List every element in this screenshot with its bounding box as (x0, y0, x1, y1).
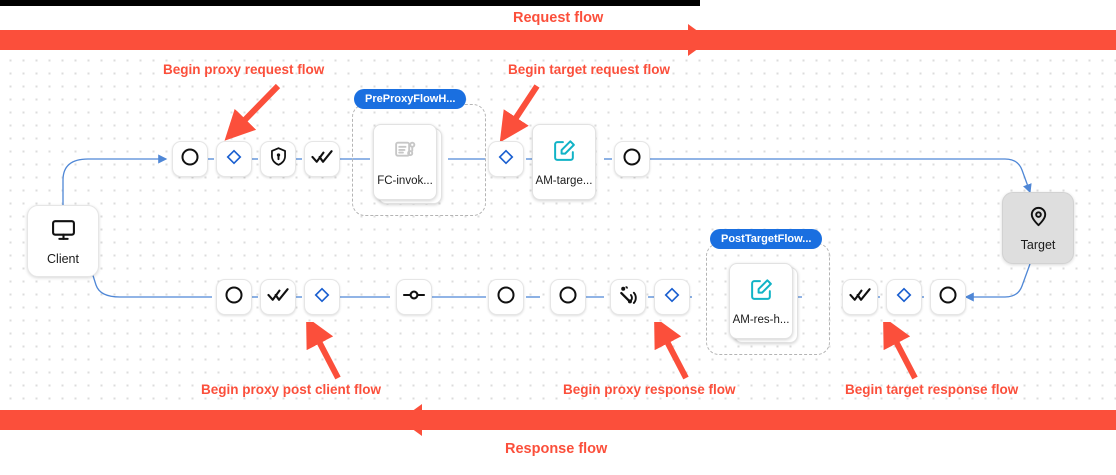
annotation-begin-target-request-flow: Begin target request flow (508, 62, 671, 77)
node-target-label: Target (1020, 237, 1056, 252)
response-flow-bar (0, 404, 1116, 436)
node-client[interactable]: Client (27, 205, 99, 277)
circle-icon (495, 284, 517, 311)
map-pin-icon (1027, 205, 1050, 233)
node-res-target-end[interactable] (930, 279, 966, 315)
node-client-label: Client (47, 251, 79, 266)
annotation-arrow-proxy-response (654, 322, 689, 380)
node-req-proxy-hook[interactable] (216, 141, 252, 177)
top-black-strip (0, 0, 700, 6)
circle-icon (179, 146, 201, 173)
node-res-target-hook[interactable] (886, 279, 922, 315)
diagram-canvas[interactable] (0, 50, 1116, 408)
circle-icon (621, 146, 643, 173)
policy-badge-preproxyflowhook[interactable]: PreProxyFlowH... (354, 89, 467, 110)
circle-icon (937, 284, 959, 311)
policy-badge-posttargetflow[interactable]: PostTargetFlow... (710, 229, 823, 250)
double-check-icon (310, 145, 334, 173)
annotation-arrow-post-client (306, 322, 341, 380)
node-res-broadcast[interactable] (610, 279, 646, 315)
annotation-begin-proxy-post-client-flow: Begin proxy post client flow (201, 382, 382, 397)
assign-message-icon (749, 277, 774, 307)
node-res-start[interactable] (216, 279, 252, 315)
response-flow-arrowhead (400, 404, 422, 436)
assign-message-icon (552, 138, 577, 168)
node-res-checks[interactable] (260, 279, 296, 315)
annotation-arrow-target-request (499, 84, 540, 143)
policy-card-am-target[interactable]: AM-targe... (532, 124, 596, 200)
policy-card-fc-invoke-label: FC-invok... (377, 174, 433, 187)
node-res-mid-2[interactable] (550, 279, 586, 315)
double-check-icon (848, 283, 872, 311)
node-res-target-checks[interactable] (842, 279, 878, 315)
node-req-checks[interactable] (304, 141, 340, 177)
policy-card-am-res-hook[interactable]: AM-res-h... (729, 263, 793, 339)
annotation-arrow-target-response (883, 322, 918, 380)
node-req-target-hook[interactable] (488, 141, 524, 177)
annotation-arrow-proxy-request (224, 83, 281, 141)
policy-card-am-target-label: AM-targe... (535, 174, 593, 187)
double-check-icon (266, 283, 290, 311)
policy-card-fc-invoke[interactable]: FC-invok... (373, 124, 437, 200)
diamond-icon (312, 285, 332, 310)
request-flow-arrowhead (688, 24, 710, 56)
diamond-icon (662, 285, 682, 310)
node-res-proxy-hook[interactable] (654, 279, 690, 315)
node-target[interactable]: Target (1002, 192, 1074, 264)
node-res-postclient-hook[interactable] (304, 279, 340, 315)
diamond-icon (224, 147, 244, 172)
flow-callout-icon (393, 138, 418, 168)
circle-icon (557, 284, 579, 311)
annotation-begin-proxy-request-flow: Begin proxy request flow (163, 62, 325, 77)
annotation-begin-target-response-flow: Begin target response flow (845, 382, 1019, 397)
node-req-security[interactable] (260, 141, 296, 177)
response-flow-label: Response flow (505, 441, 608, 457)
circle-icon (223, 284, 245, 311)
node-res-route[interactable] (396, 279, 432, 315)
annotation-begin-proxy-response-flow: Begin proxy response flow (563, 382, 736, 397)
node-req-start[interactable] (172, 141, 208, 177)
broadcast-icon (617, 283, 640, 311)
node-res-mid-1[interactable] (488, 279, 524, 315)
request-flow-bar (0, 24, 1116, 56)
policy-card-am-res-hook-label: AM-res-h... (732, 313, 790, 326)
shield-lock-icon (268, 146, 289, 172)
request-flow-label: Request flow (513, 10, 604, 26)
diamond-icon (496, 147, 516, 172)
node-req-target-end[interactable] (614, 141, 650, 177)
diamond-icon (894, 285, 914, 310)
monitor-icon (51, 217, 76, 247)
route-node-icon (402, 283, 426, 312)
